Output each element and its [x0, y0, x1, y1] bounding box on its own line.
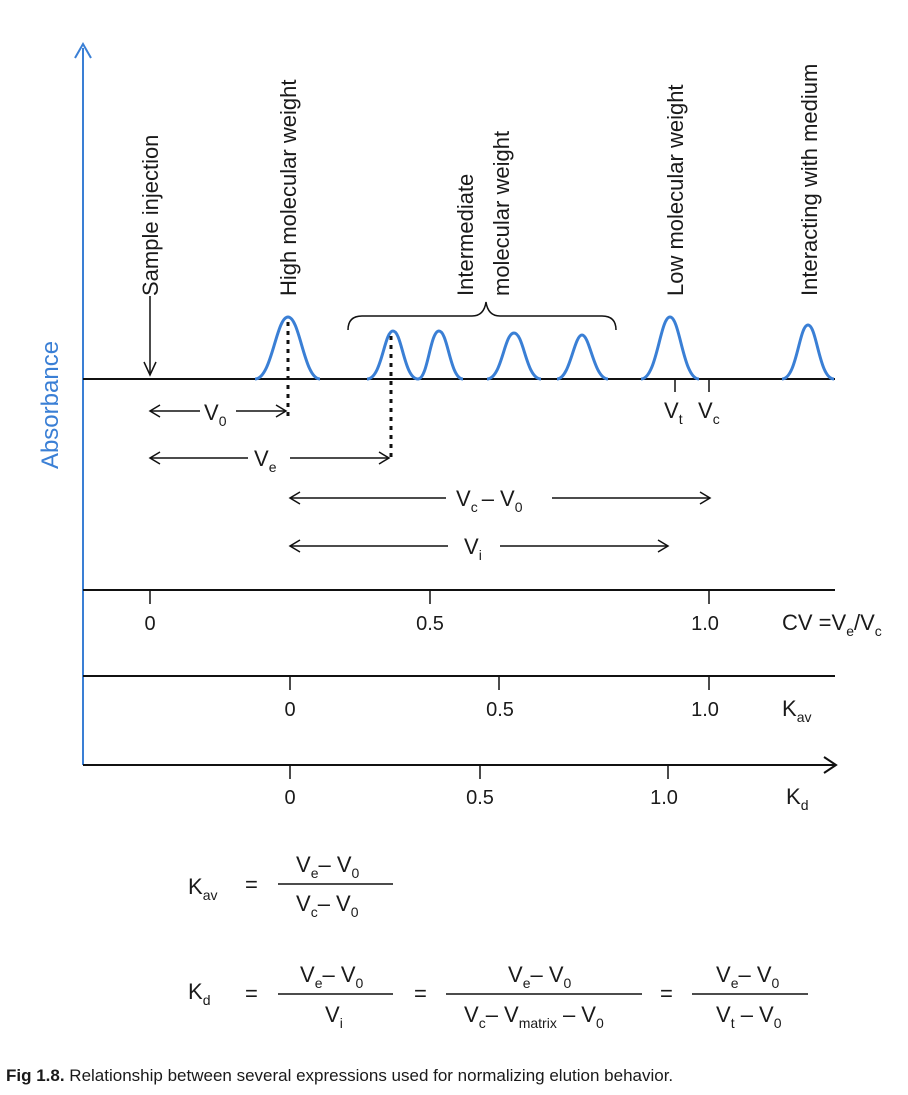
injection-arrowhead [143, 361, 157, 377]
formula-kd: Kd = Ve– V0 Vi = Ve– V0 Vc– Vmatrix – V0… [188, 962, 808, 1031]
formula-kd-f2-den: Vc– Vmatrix – V0 [464, 1002, 604, 1031]
span-vi-label: Vi [464, 534, 482, 563]
span-ve-label: Ve [254, 446, 277, 475]
kav-tick-0: 0 [284, 699, 295, 721]
label-interacting: Interacting with medium [797, 64, 822, 296]
peak-high-mw [254, 315, 321, 381]
formula-kd-eq3: = [660, 981, 673, 1006]
formula-kd-f1-den: Vi [325, 1002, 343, 1031]
span-ve: Ve [148, 446, 391, 475]
peak-interacting [781, 323, 835, 381]
peak-low-mw [640, 315, 700, 381]
formula-kd-f3-den: Vt – V0 [716, 1002, 782, 1031]
kd-tick-05: 0.5 [466, 787, 494, 809]
cv-tick-05: 0.5 [416, 613, 444, 635]
kav-tick-1: 1.0 [691, 699, 719, 721]
label-intermediate-2: molecular weight [489, 131, 514, 296]
formula-kd-f2-num: Ve– V0 [508, 962, 572, 991]
caption-text: Relationship between several expressions… [64, 1066, 674, 1085]
formula-kav-lhs: Kav [188, 874, 217, 903]
vt-label: Vt [664, 398, 683, 427]
span-v0-label: V0 [204, 400, 227, 429]
cv-scale-label: CV =Ve/Vc [782, 610, 882, 639]
peaks [254, 315, 835, 381]
kd-tick-1: 1.0 [650, 787, 678, 809]
formula-kav-eq: = [245, 872, 258, 897]
label-sample-injection: Sample injection [138, 135, 163, 296]
kav-tick-05: 0.5 [486, 699, 514, 721]
span-vi: Vi [288, 534, 670, 563]
peak-intermediate-3 [486, 331, 542, 381]
formula-kav: Kav = Ve– V0 Vc– V0 [188, 852, 393, 920]
peak-intermediate-2 [417, 329, 464, 381]
span-v0: V0 [148, 400, 288, 429]
y-axis-arrowhead [74, 41, 92, 59]
figure-caption: Fig 1.8. Relationship between several ex… [6, 1066, 673, 1086]
formula-kav-num: Ve– V0 [296, 852, 360, 881]
formula-kd-lhs: Kd [188, 979, 210, 1008]
kd-tick-0: 0 [284, 787, 295, 809]
kd-scale-label: Kd [786, 784, 808, 813]
formula-kav-den: Vc– V0 [296, 891, 359, 920]
formula-kd-eq1: = [245, 981, 258, 1006]
formula-kd-f3-num: Ve– V0 [716, 962, 780, 991]
peak-intermediate-4 [556, 333, 609, 381]
cv-scale: 0 0.5 1.0 CV =Ve/Vc [83, 589, 882, 639]
span-vc-minus-v0: Vc– V0 [288, 486, 712, 515]
peak-intermediate-1 [366, 329, 419, 381]
kd-scale: 0 0.5 1.0 Kd [83, 756, 838, 813]
cv-tick-1: 1.0 [691, 613, 719, 635]
label-high-mw: High molecular weight [276, 80, 301, 296]
kav-scale: 0 0.5 1.0 Kav [83, 675, 835, 725]
caption-label: Fig 1.8. [6, 1066, 65, 1085]
label-low-mw: Low molecular weight [663, 84, 688, 296]
kav-scale-label: Kav [782, 696, 811, 725]
formula-kd-f1-num: Ve– V0 [300, 962, 364, 991]
vc-label: Vc [698, 398, 720, 427]
span-vc-minus-v0-label: Vc– V0 [456, 486, 523, 515]
formula-kd-eq2: = [414, 981, 427, 1006]
y-axis-label: Absorbance [37, 341, 64, 469]
intermediate-brace [347, 301, 617, 331]
label-intermediate-1: Intermediate [453, 174, 478, 296]
cv-tick-0: 0 [144, 613, 155, 635]
